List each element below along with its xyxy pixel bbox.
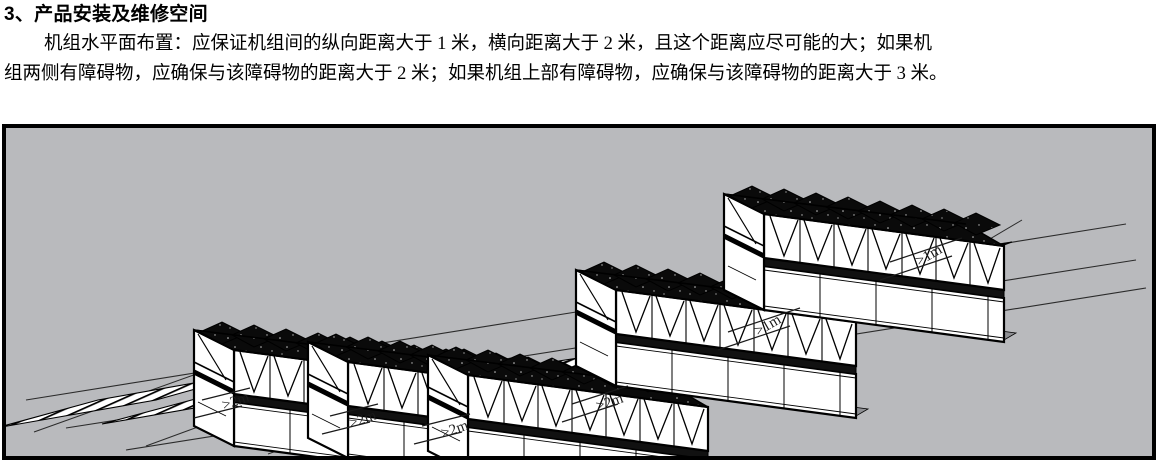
body-paragraph-line-2: 组两侧有障碍物，应确保与该障碍物的距离大于 2 米；如果机组上部有障碍物，应确保… (4, 64, 948, 84)
dimension-leader-lines (193, 237, 963, 445)
figure-canvas: >2m >2m >2m >2m >1m >1m (6, 128, 1147, 456)
dimension-labels: >2m >2m >2m >2m >1m >1m (220, 242, 945, 442)
installation-clearance-figure: >2m >2m >2m >2m >1m >1m (2, 124, 1156, 460)
chiller-unit-group (194, 186, 1016, 456)
document-text-block: 3、产品安装及维修空间 机组水平面布置：应保证机组间的纵向距离大于 1 米，横向… (0, 2, 1160, 89)
body-paragraph-line-1: 机组水平面布置：应保证机组间的纵向距离大于 1 米，横向距离大于 2 米，且这个… (44, 34, 933, 54)
section-heading: 3、产品安装及维修空间 (4, 4, 208, 25)
